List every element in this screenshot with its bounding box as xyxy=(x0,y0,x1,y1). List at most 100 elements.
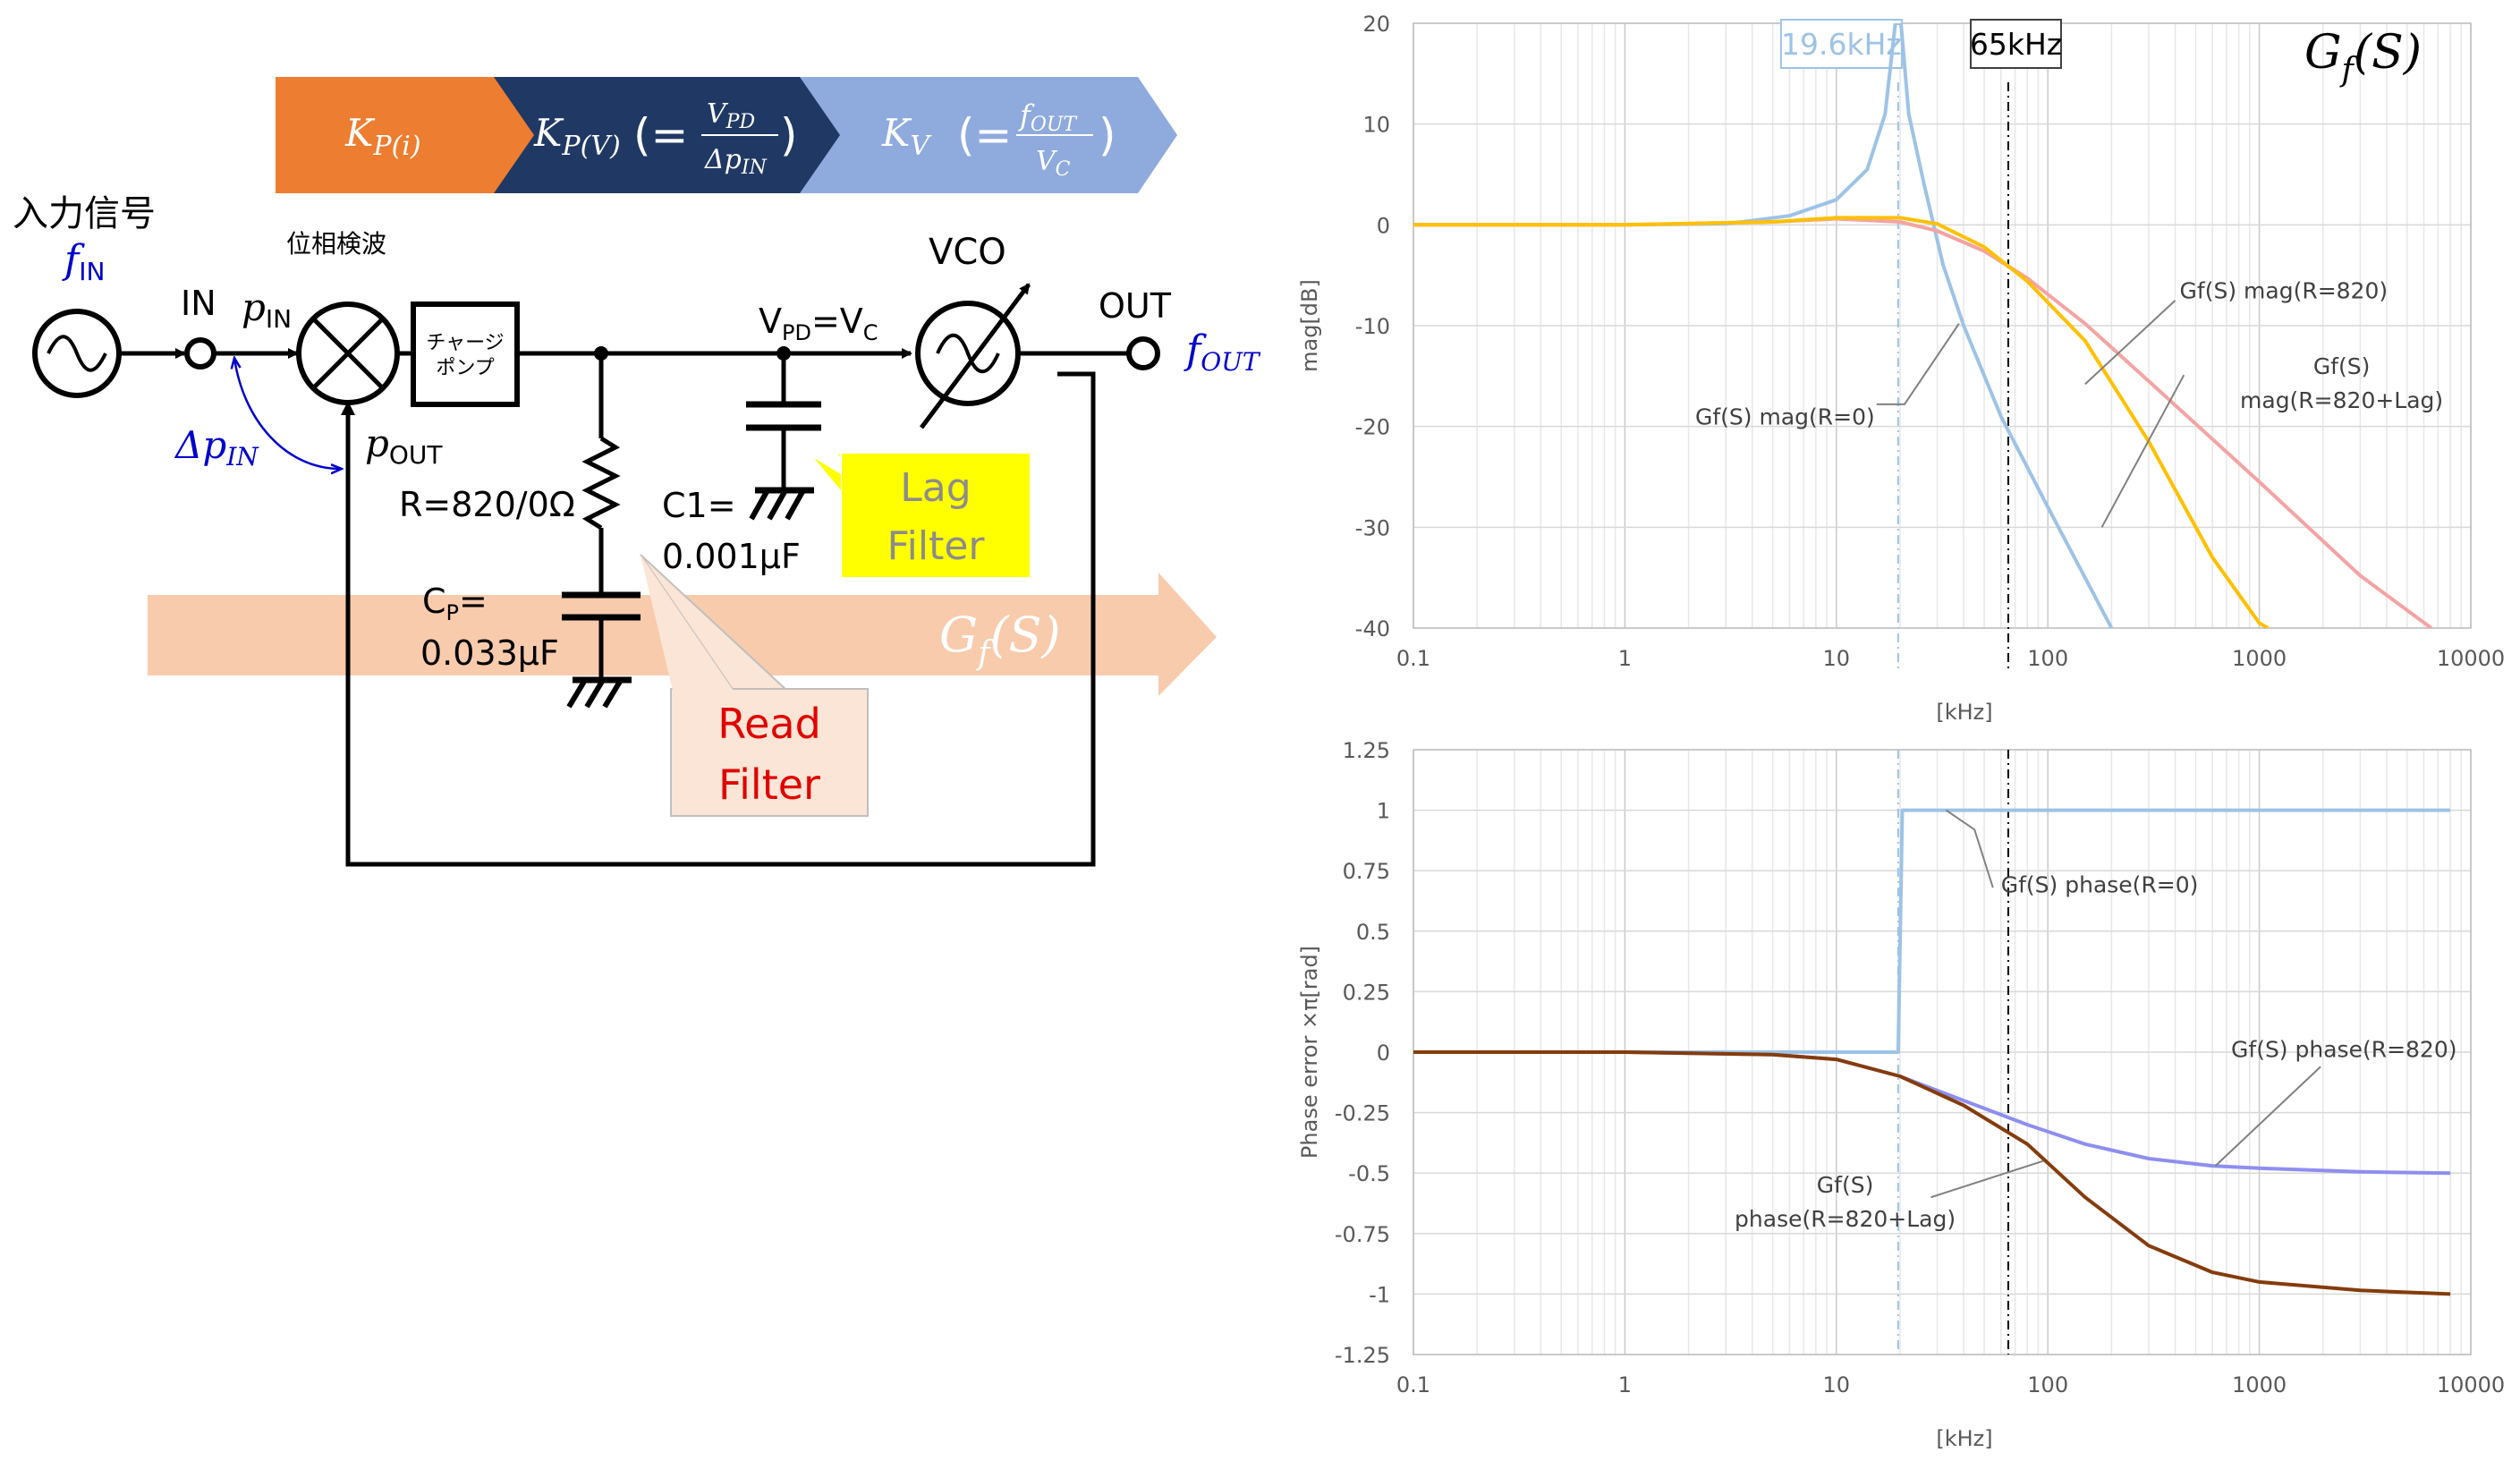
series-annotation: mag(R=820+Lag) xyxy=(2240,387,2443,413)
y-tick-label: 0.5 xyxy=(1356,920,1390,945)
y-tick-label: -1.25 xyxy=(1335,1343,1390,1368)
vco-sine-icon xyxy=(936,334,1000,373)
kv-segment xyxy=(800,77,1177,193)
f-in-label: fIN xyxy=(62,237,106,286)
c1-value: 0.001μF xyxy=(662,537,801,576)
charge-pump-line2: ポンプ xyxy=(436,357,494,379)
lag-filter-callout: Lag Filter xyxy=(814,452,1031,579)
cp-label: CP= xyxy=(422,582,488,625)
y-tick-label: 0.75 xyxy=(1343,859,1390,884)
y-tick-label: 0 xyxy=(1377,1041,1390,1066)
series-line-1 xyxy=(1413,23,2114,628)
y-tick-label: 20 xyxy=(1362,12,1390,37)
kp-v-close: ) xyxy=(780,109,798,161)
y-axis-label: mag[dB] xyxy=(1297,279,1322,372)
resistor xyxy=(581,436,621,531)
frequency-marker-label: 65kHz xyxy=(1970,27,2062,62)
x-tick-label: 100 xyxy=(2027,646,2068,671)
out-label: OUT xyxy=(1099,286,1172,326)
y-tick-label: -40 xyxy=(1355,616,1390,641)
feedback-path xyxy=(345,371,1096,867)
x-axis-label: [kHz] xyxy=(1936,700,1992,725)
series-annotation: Gf(S) phase(R=820) xyxy=(2231,1036,2456,1062)
phase-chart: 0.1 1 10 100 1000 10000 1.25 1 0.75 0.5 0.25 0 -0.25… xyxy=(1297,738,2505,1451)
x-tick-label: 10 xyxy=(1823,1372,1851,1397)
chart-title: Gf(S) xyxy=(2304,26,2422,89)
y-tick-label: -20 xyxy=(1355,415,1390,440)
series-annotation: Gf(S) mag(R=820) xyxy=(2180,278,2388,304)
out-terminal xyxy=(1126,336,1160,370)
charge-pump xyxy=(411,302,520,407)
in-label: IN xyxy=(181,284,216,323)
x-tick-label: 1000 xyxy=(2232,646,2287,671)
y-tick-label: 0 xyxy=(1377,213,1390,238)
y-tick-label: -0.5 xyxy=(1348,1161,1390,1186)
input-signal-label: 入力信号 xyxy=(13,193,156,234)
svg-text:Lag: Lag xyxy=(900,465,971,511)
in-terminal xyxy=(184,337,216,369)
block-diagram: KP(i) KP(V) (= VPD ΔpIN ) KV (= fOUT VC … xyxy=(13,77,1261,867)
gf-arrow-label: Gf(S) xyxy=(939,607,1061,672)
vpd-vc-label: VPD=VC xyxy=(759,302,878,345)
svg-text:Filter: Filter xyxy=(718,760,820,809)
x-axis-label: [kHz] xyxy=(1936,1426,1992,1451)
x-tick-label: 1 xyxy=(1618,1372,1632,1397)
annotation-leader-line xyxy=(2214,1066,2321,1167)
series-annotation: Gf(S) xyxy=(2313,353,2371,379)
plot-area xyxy=(1413,22,2472,629)
p-out-label: pOUT xyxy=(365,421,443,470)
y-axis-label: Phase error ×π[rad] xyxy=(1297,946,1322,1159)
series-line-3 xyxy=(1413,216,2270,628)
x-tick-label: 0.1 xyxy=(1396,1372,1430,1397)
kv-close: ) xyxy=(1099,109,1116,161)
frequency-marker-box xyxy=(1779,19,1903,69)
kv-eq: (= xyxy=(957,109,1012,161)
x-tick-label: 1000 xyxy=(2232,1372,2287,1397)
y-tick-label: -30 xyxy=(1355,515,1390,540)
series-annotation: Gf(S) xyxy=(1817,1172,1874,1198)
series-annotation: Gf(S) mag(R=0) xyxy=(1695,403,1875,429)
delta-p-arrow xyxy=(234,358,342,469)
annotation-leader-line xyxy=(1945,809,1994,888)
svg-text:Read: Read xyxy=(717,700,821,748)
annotation-leader-line xyxy=(1930,1159,2044,1199)
series-annotation: Gf(S) phase(R=0) xyxy=(2001,872,2199,898)
x-tick-label: 10 xyxy=(1823,646,1851,671)
y-tick-label: -0.75 xyxy=(1335,1222,1390,1247)
x-tick-label: 1 xyxy=(1618,646,1632,671)
annotation-leader-line xyxy=(1876,323,1960,405)
y-tick-label: 10 xyxy=(1362,113,1390,138)
kp-v-segment xyxy=(494,77,844,193)
f-out-label: fOUT xyxy=(1184,327,1261,377)
y-tick-label: 1 xyxy=(1377,799,1390,824)
gain-bar: KP(i) KP(V) (= VPD ΔpIN ) KV (= fOUT VC … xyxy=(276,77,1177,193)
annotation-leader-line xyxy=(2100,374,2185,528)
cp-value: 0.033μF xyxy=(420,633,559,673)
y-tick-label: -0.25 xyxy=(1335,1101,1390,1126)
delta-p-in-label: ΔpIN xyxy=(174,423,259,471)
svg-text:Filter: Filter xyxy=(887,523,986,569)
y-tick-label: -10 xyxy=(1355,314,1390,339)
y-tick-label: 1.25 xyxy=(1343,738,1390,763)
sine-icon xyxy=(47,335,107,372)
frequency-marker-label: 19.6kHz xyxy=(1781,27,1902,62)
y-tick-label: 0.25 xyxy=(1343,980,1390,1005)
series-annotation: phase(R=820+Lag) xyxy=(1735,1206,1956,1232)
frequency-marker-box xyxy=(1969,19,2062,69)
charge-pump-line1: チャージ xyxy=(426,332,504,354)
series-line-3 xyxy=(1413,1050,2451,1296)
kp-i-segment xyxy=(276,77,538,193)
resistor-label: R=820/0Ω xyxy=(399,485,575,524)
p-in-label: pIN xyxy=(242,285,292,334)
lead-filter-callout: Read Filter xyxy=(640,554,869,817)
x-tick-label: 100 xyxy=(2027,1372,2068,1397)
annotation-leader-line xyxy=(2084,300,2176,386)
vco-label: VCO xyxy=(929,232,1006,273)
phase-detector-label: 位相検波 xyxy=(286,229,386,259)
kp-v-eq: (= xyxy=(633,109,688,161)
x-tick-label: 0.1 xyxy=(1396,646,1430,671)
x-tick-label: 10000 xyxy=(2437,646,2505,671)
x-tick-label: 10000 xyxy=(2437,1372,2505,1397)
